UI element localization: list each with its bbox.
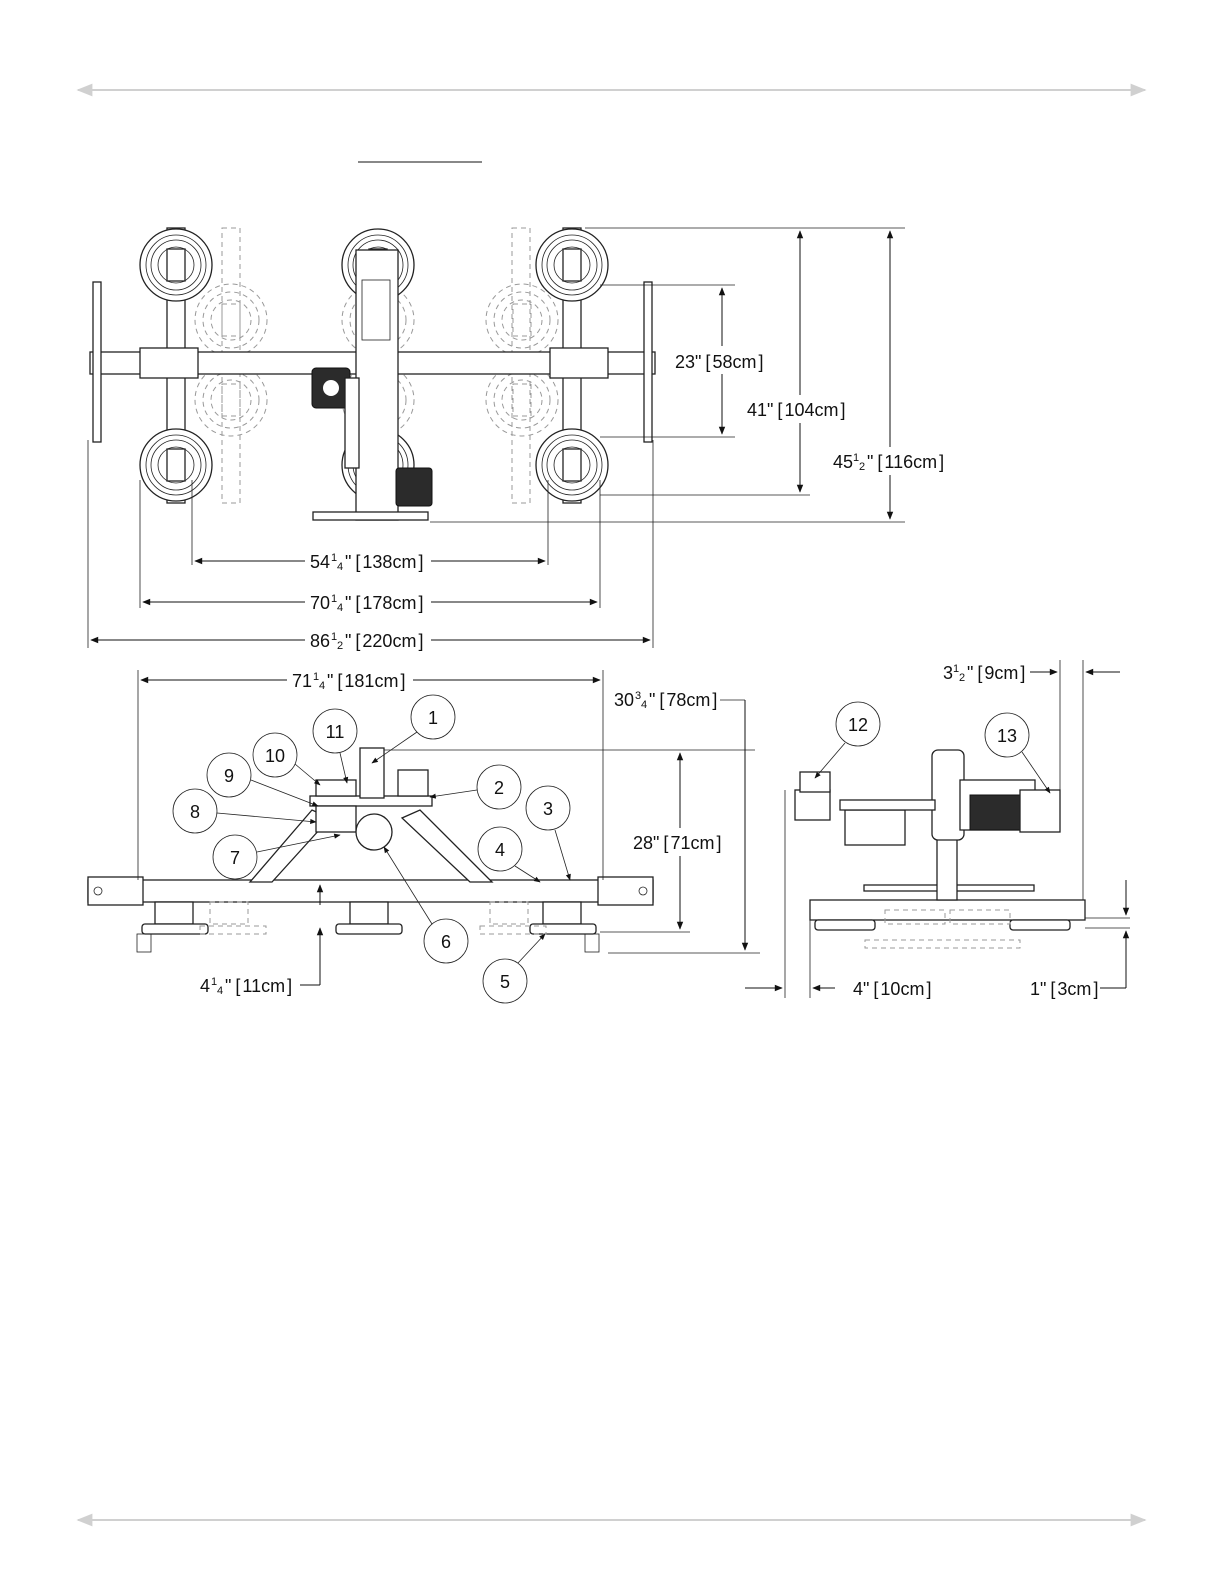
svg-text:70: 70	[310, 593, 330, 613]
svg-text:23"[58cm]: 23"[58cm]	[675, 352, 763, 372]
svg-text:7: 7	[230, 848, 240, 868]
callout-11: 11	[313, 709, 357, 783]
callout-3: 3	[526, 786, 570, 880]
svg-text:4: 4	[337, 561, 343, 573]
dim-label-71in: 71 1 4 "[181cm]	[287, 666, 413, 694]
svg-text:"[220cm]: "[220cm]	[345, 631, 423, 651]
svg-text:"[181cm]: "[181cm]	[327, 671, 405, 691]
svg-text:12: 12	[848, 715, 868, 735]
svg-text:2: 2	[959, 672, 965, 684]
callout-9: 9	[207, 753, 318, 806]
svg-text:41"[104cm]: 41"[104cm]	[747, 400, 845, 420]
svg-text:9: 9	[224, 766, 234, 786]
callout-10: 10	[253, 733, 320, 785]
dim-label-30in: 30 3 4 "[78cm]	[614, 690, 717, 711]
svg-text:30: 30	[614, 690, 634, 710]
dim-label-4in-side: 4"[10cm]	[853, 979, 931, 999]
callout-2: 2	[430, 765, 521, 809]
svg-text:28"[71cm]: 28"[71cm]	[633, 833, 721, 853]
dim-label-23in: 23"[58cm]	[670, 346, 775, 374]
svg-text:4: 4	[641, 699, 647, 711]
callout-5: 5	[483, 934, 545, 1003]
svg-text:4"[10cm]: 4"[10cm]	[853, 979, 931, 999]
callout-12: 12	[815, 702, 880, 778]
svg-text:4: 4	[319, 680, 325, 692]
svg-text:3: 3	[943, 663, 953, 683]
svg-text:"[78cm]: "[78cm]	[649, 690, 717, 710]
dim-label-4in-front: 4 1 4 "[11cm]	[200, 976, 292, 997]
svg-text:4: 4	[200, 976, 210, 996]
svg-text:"[9cm]: "[9cm]	[967, 663, 1025, 683]
svg-text:86: 86	[310, 631, 330, 651]
dim-label-54in: 54 1 4 "[138cm]	[305, 547, 431, 575]
svg-text:4: 4	[217, 985, 223, 997]
svg-text:2: 2	[859, 461, 865, 473]
callout-4: 4	[478, 827, 540, 882]
svg-text:1"[3cm]: 1"[3cm]	[1030, 979, 1098, 999]
svg-text:"[11cm]: "[11cm]	[225, 976, 292, 996]
dim-label-45in: 45 1 2 "[116cm]	[828, 447, 952, 475]
svg-text:2: 2	[494, 778, 504, 798]
svg-text:13: 13	[997, 726, 1017, 746]
dim-label-41in: 41"[104cm]	[742, 395, 857, 423]
svg-text:"[138cm]: "[138cm]	[345, 552, 423, 572]
callout-8: 8	[173, 789, 316, 833]
svg-text:4: 4	[337, 602, 343, 614]
svg-text:2: 2	[337, 640, 343, 652]
svg-text:71: 71	[292, 671, 312, 691]
svg-text:3: 3	[543, 799, 553, 819]
svg-text:4: 4	[495, 840, 505, 860]
svg-text:5: 5	[500, 972, 510, 992]
dim-label-86in: 86 1 2 "[220cm]	[305, 626, 431, 654]
dim-label-3in: 3 1 2 "[9cm]	[943, 663, 1025, 684]
dim-label-28in: 28"[71cm]	[628, 828, 732, 856]
svg-text:"[178cm]: "[178cm]	[345, 593, 423, 613]
front-view-drawing	[88, 748, 653, 952]
dim-label-70in: 70 1 4 "[178cm]	[305, 588, 431, 616]
svg-text:"[116cm]: "[116cm]	[867, 452, 944, 472]
svg-text:11: 11	[326, 722, 345, 742]
svg-text:45: 45	[833, 452, 853, 472]
side-view-drawing	[795, 750, 1085, 948]
svg-text:8: 8	[190, 802, 200, 822]
dim-label-1in: 1"[3cm]	[1030, 979, 1098, 999]
top-view-drawing	[88, 228, 905, 648]
svg-text:10: 10	[265, 746, 285, 766]
svg-text:1: 1	[428, 708, 438, 728]
svg-text:6: 6	[441, 932, 451, 952]
svg-text:54: 54	[310, 552, 330, 572]
